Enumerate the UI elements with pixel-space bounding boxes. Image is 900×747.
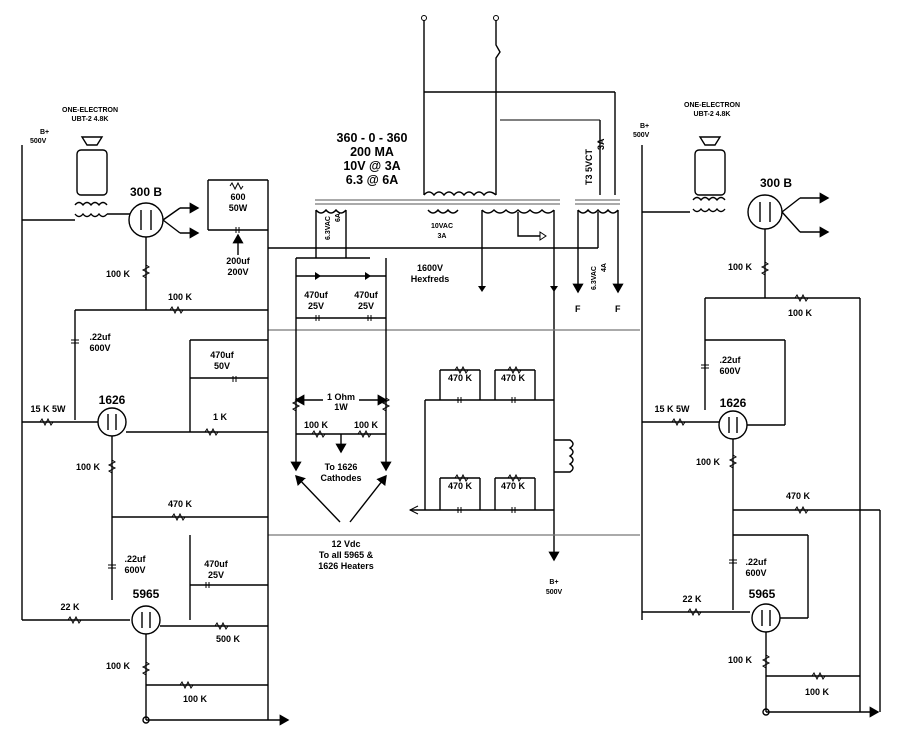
cap200-a: 200uf [226,256,251,266]
left-cap22-b: 600V [89,343,110,353]
left-cap22b-b: 600V [124,565,145,575]
bplus-bottom-a: B+ [549,579,558,586]
bplus-right-a: B+ [640,123,649,130]
xfmr-label-2: 200 MA [350,145,394,159]
w63-6a-a: 6.3VAC [325,216,332,240]
bplus-supply [207,179,640,726]
left-cap470-25-b: 25V [208,570,224,580]
right-r15k: 15 K 5W [654,404,690,414]
c470-2: 470 K [501,373,526,383]
c470-4: 470 K [501,481,526,491]
left-channel [21,136,268,724]
xfmr-label-3: 10V @ 3A [343,159,400,173]
left-r100k-c: 100 K [106,661,131,671]
cap470-25-b: 25V [308,301,324,311]
resistors [39,181,826,690]
left-cap470-50-a: 470uf [210,350,235,360]
left-tube-300b: 300 B [130,185,162,199]
power-transformer [268,15,624,294]
diode [315,272,321,280]
left-r100k-a: 100 K [168,292,193,302]
right-r100k-a: 100 K [788,308,813,318]
c470-3: 470 K [448,481,473,491]
cap470-25b-a: 470uf [354,290,379,300]
w10-b: 3A [438,233,447,240]
bplus-left-a: B+ [40,129,49,136]
xfmr-label-4: 6.3 @ 6A [346,173,399,187]
left-cap22b-a: .22uf [124,554,146,564]
res600-a: 600 [230,192,245,202]
right-cap22-a: .22uf [719,355,741,365]
heaters-c: 1626 Heaters [318,561,374,571]
bplus-right-b: 500V [633,132,650,139]
r100-l: 100 K [304,420,329,430]
left-cap470-50-b: 50V [214,361,230,371]
diode [365,272,371,280]
cap470-25-a: 470uf [304,290,329,300]
right-tube-5965: 5965 [749,587,776,601]
right-cap22b-b: 600V [745,568,766,578]
bplus-bottom-b: 500V [546,589,563,596]
c470-1: 470 K [448,373,473,383]
right-cap22-b: 600V [719,366,740,376]
left-tube-1626: 1626 [99,393,126,407]
cathodes-a: To 1626 [325,462,358,472]
left-cap470-25-a: 470uf [204,559,229,569]
ohm1-b: 1W [334,402,348,412]
right-r22k: 22 K [682,594,702,604]
left-cap22-a: .22uf [89,332,111,342]
right-r100k-c: 100 K [728,655,753,665]
w63-4a-a: 6.3VAC [591,266,598,290]
right-r100k-d: 100 K [805,687,830,697]
left-r100k-b: 100 K [76,462,101,472]
right-r100k-b: 100 K [696,457,721,467]
f1: F [575,304,581,314]
left-r100k-grid: 100 K [106,269,131,279]
right-r100k-grid: 100 K [728,262,753,272]
capacitors [71,227,737,588]
res600-b: 50W [229,203,248,213]
heaters-a: 12 Vdc [331,539,360,549]
right-r470k: 470 K [786,491,811,501]
left-r500k: 500 K [216,634,241,644]
right-tube-1626: 1626 [720,396,747,410]
rect-xfmr-label-1: T3 5VCT [584,148,594,185]
left-r100k-d: 100 K [183,694,208,704]
left-out-xfmr-a: ONE-ELECTRON [62,107,118,114]
left-r1k: 1 K [213,412,228,422]
right-out-xfmr-b: UBT-2 4.8K [694,111,731,118]
left-r22k: 22 K [60,602,80,612]
diodes-a: 1600V [417,263,443,273]
r100-r: 100 K [354,420,379,430]
heaters-b: To all 5965 & [319,550,374,560]
diodes-b: Hexfreds [411,274,450,284]
w10-a: 10VAC [431,223,453,230]
left-out-xfmr-b: UBT-2 4.8K [72,116,109,123]
right-out-xfmr-a: ONE-ELECTRON [684,102,740,109]
cap200-b: 200V [227,267,248,277]
f2: F [615,304,621,314]
cathodes-b: Cathodes [320,473,361,483]
w63-6a-b: 6A [335,213,342,222]
right-channel [641,136,881,718]
ohm1-a: 1 Ohm [327,392,355,402]
left-tube-5965: 5965 [133,587,160,601]
cap470-25b-b: 25V [358,301,374,311]
right-cap22b-a: .22uf [745,557,767,567]
right-tube-300b: 300 B [760,176,792,190]
left-r470k: 470 K [168,499,193,509]
w63-4a-b: 4A [601,263,608,272]
left-r15k: 15 K 5W [30,404,66,414]
xfmr-label-1: 360 - 0 - 360 [337,131,408,145]
bplus-left-b: 500V [30,138,47,145]
rect-xfmr-label-2: 3A [596,138,606,150]
